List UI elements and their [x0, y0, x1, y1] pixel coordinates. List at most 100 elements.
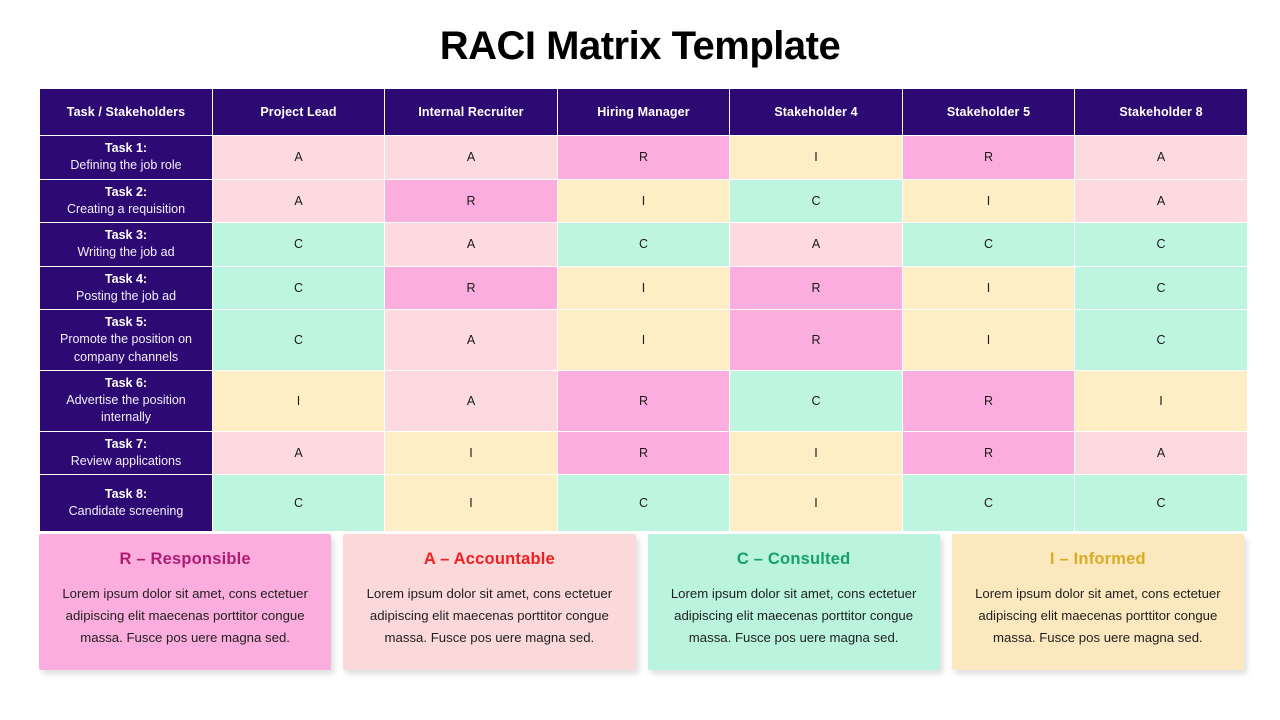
matrix-header-stakeholder-4: Stakeholder 4 — [730, 89, 902, 135]
raci-cell[interactable]: R — [903, 136, 1074, 179]
raci-cell[interactable]: A — [1075, 431, 1247, 474]
raci-cell[interactable]: R — [558, 136, 729, 179]
task-label: Task 3: — [104, 228, 148, 242]
task-label: Task 5: — [104, 315, 148, 329]
page-title: RACI Matrix Template — [439, 24, 841, 68]
raci-cell[interactable]: C — [558, 475, 729, 531]
raci-cell[interactable]: R — [385, 266, 557, 309]
matrix-header-stakeholder-6: Stakeholder 8 — [1075, 89, 1247, 135]
raci-cell[interactable]: R — [903, 370, 1074, 431]
raci-cell[interactable]: A — [385, 136, 557, 179]
raci-cell[interactable]: C — [1075, 223, 1247, 266]
raci-cell[interactable]: C — [213, 266, 384, 309]
task-label: Task 8: — [104, 486, 148, 501]
raci-cell[interactable]: R — [558, 431, 729, 474]
task-description: Advertise the position internally — [66, 393, 186, 425]
table-row: Task 6: Advertise the position internally… — [40, 370, 1247, 431]
raci-cell[interactable]: C — [1075, 266, 1247, 309]
raci-cell[interactable]: R — [385, 179, 557, 222]
raci-cell[interactable]: A — [385, 310, 557, 370]
raci-cell[interactable]: I — [558, 179, 729, 222]
raci-cell[interactable]: I — [385, 431, 557, 474]
task-label: Task 2: — [104, 184, 148, 199]
raci-cell[interactable]: R — [730, 310, 902, 370]
raci-cell[interactable]: C — [730, 179, 902, 222]
task-description: Defining the job role — [70, 158, 182, 173]
raci-cell[interactable]: A — [1075, 179, 1247, 222]
task-cell: Task 3: Writing the job ad — [40, 223, 212, 266]
raci-cell[interactable]: C — [213, 310, 384, 370]
legend-title: R – Responsible — [119, 550, 251, 568]
raci-cell[interactable]: A — [213, 431, 384, 474]
raci-cell[interactable]: C — [1075, 475, 1247, 531]
task-cell: Task 8: Candidate screening — [40, 475, 212, 531]
task-label: Task 1: — [104, 141, 148, 155]
task-description: Posting the job ad — [75, 288, 177, 303]
raci-cell[interactable]: I — [385, 475, 557, 531]
task-description: Creating a requisition — [66, 201, 186, 216]
raci-cell[interactable]: C — [903, 475, 1074, 531]
raci-cell[interactable]: I — [730, 475, 902, 531]
task-cell: Task 6: Advertise the position internally — [40, 370, 212, 431]
task-cell: Task 2: Creating a requisition — [40, 179, 212, 222]
raci-cell[interactable]: R — [558, 370, 729, 431]
legend-body: Lorem ipsum dolor sit amet, cons ectetue… — [62, 586, 308, 646]
legend-body: Lorem ipsum dolor sit amet, cons ectetue… — [366, 586, 613, 646]
task-description: Writing the job ad — [77, 245, 175, 260]
task-cell: Task 4: Posting the job ad — [40, 266, 212, 309]
task-cell: Task 7:Review applications — [40, 431, 212, 474]
task-description: Promote the position on company channels — [59, 332, 193, 364]
table-row: Task 5: Promote the position on company c… — [40, 310, 1247, 370]
raci-cell[interactable]: I — [558, 310, 729, 370]
raci-cell[interactable]: I — [730, 136, 902, 179]
raci-cell[interactable]: C — [213, 223, 384, 266]
task-label: Task 4: — [104, 271, 148, 286]
task-description: Review applications — [70, 453, 182, 468]
task-cell: Task 1: Defining the job role — [40, 136, 212, 179]
raci-cell[interactable]: C — [1075, 310, 1247, 370]
raci-cell[interactable]: C — [903, 223, 1074, 266]
raci-cell[interactable]: I — [213, 370, 384, 431]
raci-cell[interactable]: C — [730, 370, 902, 431]
raci-cell[interactable]: A — [213, 136, 384, 179]
raci-cell[interactable]: A — [730, 223, 902, 266]
raci-cell[interactable]: R — [903, 431, 1074, 474]
task-description: Candidate screening — [68, 504, 184, 518]
raci-cell[interactable]: C — [213, 475, 384, 531]
matrix-header-stakeholder-3: Hiring Manager — [558, 89, 729, 135]
raci-cell[interactable]: A — [385, 223, 557, 266]
raci-cell[interactable]: I — [903, 179, 1074, 222]
legend-body: Lorem ipsum dolor sit amet, cons ectetue… — [670, 586, 917, 646]
raci-cell[interactable]: I — [903, 266, 1074, 309]
raci-cell[interactable]: A — [1075, 136, 1247, 179]
raci-cell[interactable]: I — [1075, 370, 1247, 431]
legend-title: A – Accountable — [423, 550, 555, 568]
legend-title: I – Informed — [1049, 550, 1146, 568]
matrix-header-stakeholder-2: Internal Recruiter — [385, 89, 557, 135]
raci-cell[interactable]: R — [730, 266, 902, 309]
raci-cell[interactable]: I — [903, 310, 1074, 370]
raci-cell[interactable]: I — [558, 266, 729, 309]
raci-cell[interactable]: A — [213, 179, 384, 222]
matrix-header-tasks: Task / Stakeholders — [40, 89, 212, 135]
raci-cell[interactable]: A — [385, 370, 557, 431]
legend-body: Lorem ipsum dolor sit amet, cons ectetue… — [975, 586, 1221, 646]
legend-title: C – Consulted — [736, 550, 851, 568]
raci-cell[interactable]: C — [558, 223, 729, 266]
task-label: Task 6: — [104, 375, 148, 390]
raci-cell[interactable]: I — [730, 431, 902, 474]
